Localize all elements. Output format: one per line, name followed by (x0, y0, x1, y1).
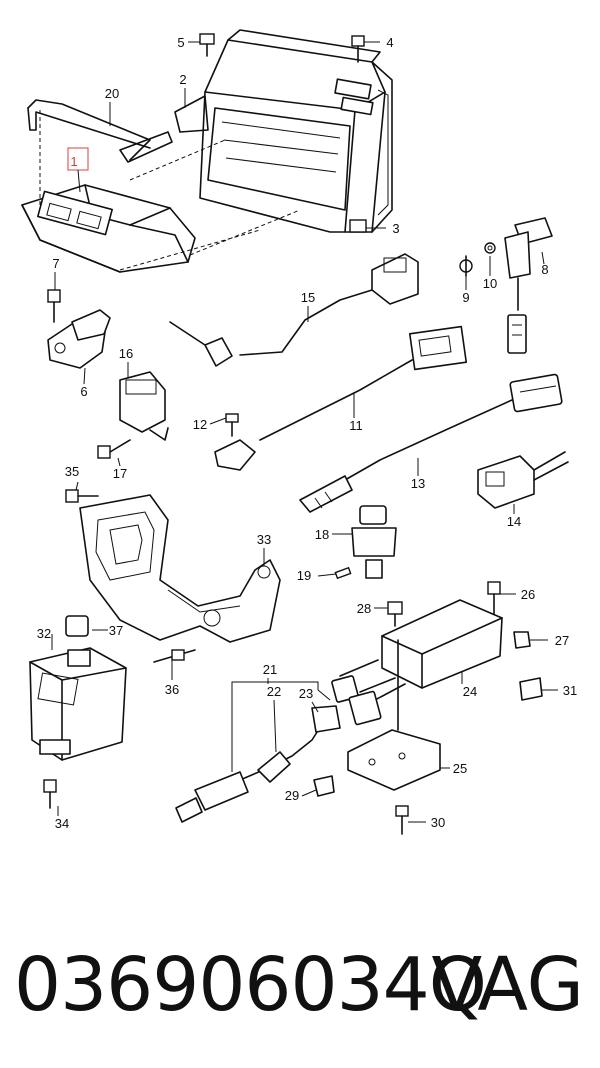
leader-lines (51, 41, 558, 823)
sensor-11-knock (214, 325, 468, 471)
sensor-13-lambda (299, 373, 563, 513)
callout-8: 8 (541, 262, 548, 277)
callout-3: 3 (392, 221, 399, 236)
bolt-34 (43, 779, 57, 809)
ecu-cover (27, 99, 173, 163)
bolt-7 (47, 289, 61, 323)
bolt-9 (459, 255, 473, 277)
lambda-sensor-21 (175, 681, 341, 823)
callout-5: 5 (177, 35, 184, 50)
callout-26: 26 (521, 587, 535, 602)
callout-21: 21 (263, 662, 277, 677)
sensor-18 (351, 505, 397, 579)
callout-7: 7 (52, 256, 59, 271)
part-number: 036906034Q (14, 942, 487, 1028)
callout-1: 1 (70, 154, 77, 169)
callout-37: 37 (109, 623, 123, 638)
stud-36 (153, 649, 196, 663)
callout-2: 2 (179, 72, 186, 87)
bolt-35 (65, 489, 99, 503)
callout-6: 6 (80, 384, 87, 399)
bolt-17 (97, 439, 131, 459)
control-unit-24 (339, 599, 503, 709)
bolt-4 (351, 35, 365, 63)
camshaft-sensor (504, 217, 553, 354)
sensor-16 (119, 371, 169, 441)
callout-31: 31 (563, 683, 577, 698)
callout-18: 18 (315, 527, 329, 542)
callout-9: 9 (462, 290, 469, 305)
callout-32: 32 (37, 626, 51, 641)
connector-14 (477, 451, 569, 509)
bracket-25 (347, 639, 441, 791)
callout-23: 23 (299, 686, 313, 701)
clip-29 (313, 775, 335, 797)
connector-23a (331, 675, 359, 703)
callout-12: 12 (193, 417, 207, 432)
callout-24: 24 (463, 684, 477, 699)
callout-35: 35 (65, 464, 79, 479)
bolt-30 (395, 805, 409, 835)
washer-10 (484, 242, 496, 254)
callout-16: 16 (119, 346, 133, 361)
callout-28: 28 (357, 601, 371, 616)
callout-numbers: 1 2 3 4 5 6 7 8 9 10 11 12 13 14 15 16 1… (37, 35, 577, 831)
callout-15: 15 (301, 290, 315, 305)
brand-label: VAG (431, 942, 584, 1028)
bolt-5 (199, 33, 215, 57)
callout-11: 11 (349, 418, 363, 433)
clip-3 (349, 219, 367, 233)
connector-23b (348, 690, 382, 726)
bolt-12 (225, 413, 239, 437)
callout-29: 29 (285, 788, 299, 803)
pin-19 (334, 566, 352, 580)
control-module-32 (29, 647, 127, 761)
sensor-15-cable (169, 253, 419, 367)
callout-20: 20 (105, 86, 119, 101)
part-37 (65, 615, 89, 637)
clip-27 (513, 631, 531, 649)
callout-33: 33 (257, 532, 271, 547)
footer: 036906034Q VAG (0, 930, 600, 1040)
callout-4: 4 (386, 35, 393, 50)
parts-diagram: 1 2 3 4 5 6 7 8 9 10 11 12 13 14 15 16 1… (21, 29, 577, 835)
clip-31 (519, 677, 543, 701)
callout-27: 27 (555, 633, 569, 648)
bolt-26 (487, 581, 501, 615)
callout-10: 10 (483, 276, 497, 291)
nut-28 (387, 601, 403, 627)
callout-19: 19 (297, 568, 311, 583)
callout-30: 30 (431, 815, 445, 830)
engine-control-unit (21, 110, 301, 273)
callout-34: 34 (55, 816, 69, 831)
sensor-6 (47, 309, 111, 369)
ecu-bracket-housing (174, 29, 393, 233)
callout-17: 17 (113, 466, 127, 481)
callout-13: 13 (411, 476, 425, 491)
callout-14: 14 (507, 514, 521, 529)
callout-25: 25 (453, 761, 467, 776)
callout-36: 36 (165, 682, 179, 697)
exhaust-bracket (79, 494, 281, 643)
callout-22: 22 (267, 684, 281, 699)
